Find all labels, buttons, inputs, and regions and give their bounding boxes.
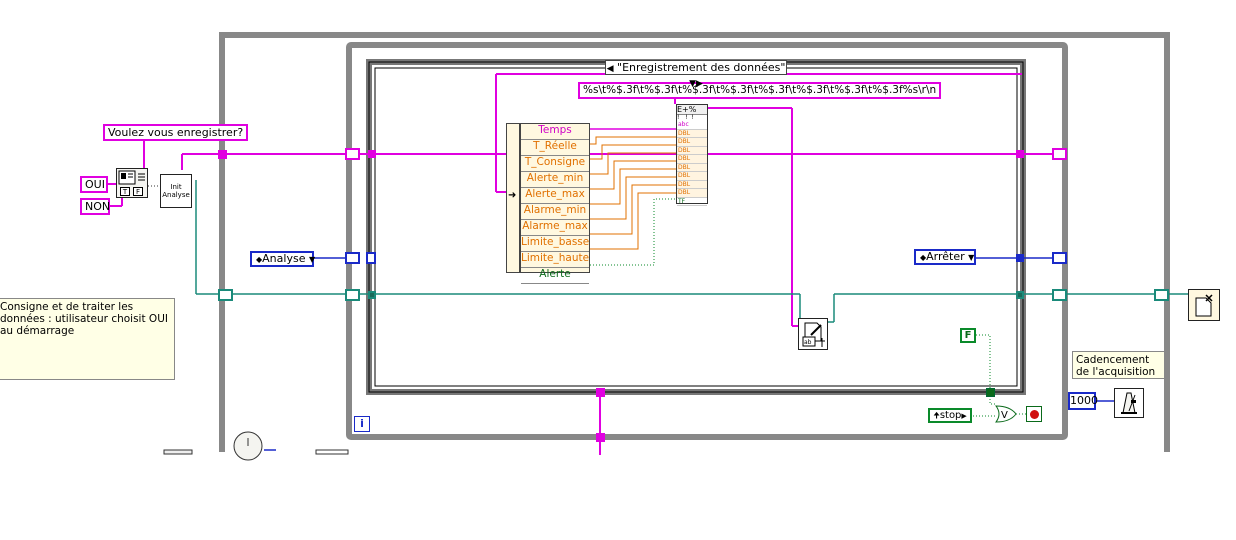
- metronome-icon: [1121, 392, 1137, 414]
- ring-analyse-label: Analyse: [262, 252, 306, 265]
- format-node-input[interactable]: DBL: [677, 129, 707, 138]
- shift-register-right-enum: [1052, 252, 1067, 264]
- case-name: "Enregistrement des données": [617, 61, 786, 74]
- loop-condition-terminal[interactable]: [1026, 406, 1042, 422]
- tunnel-enum-case-out: [1016, 254, 1024, 262]
- ring-arreter-constant[interactable]: ◆Arrêter ▼: [914, 249, 976, 265]
- format-node-input[interactable]: TF: [677, 198, 707, 206]
- left-comment: Consigne et de traiter les données : uti…: [0, 298, 175, 380]
- close-file-icon: [1195, 294, 1213, 317]
- cluster-element[interactable]: Alarme_min: [521, 204, 589, 220]
- ring-arreter-incdec-icon: ◆: [920, 253, 927, 262]
- format-node-input[interactable]: DBL: [677, 155, 707, 164]
- format-string-constant[interactable]: %s\t%$.3f\t%$.3f\t%$.3f\t%$.3f\t%$.3f\t%…: [578, 82, 942, 99]
- dialog-icon: [118, 170, 145, 185]
- init-analyse-line1: Init: [170, 183, 182, 191]
- cluster-element[interactable]: Alarme_max: [521, 220, 589, 236]
- stop-terminal-arrow: ▶: [961, 412, 967, 420]
- format-node-input[interactable]: DBL: [677, 189, 707, 198]
- stop-label: stop: [939, 410, 962, 421]
- or-gate-node[interactable]: V: [994, 404, 1018, 424]
- tunnel-error-outer: [218, 289, 233, 301]
- tunnel-refnum-outer: [218, 150, 227, 159]
- dialog-false-label: F: [133, 187, 143, 196]
- wait-ms-constant[interactable]: 1000: [1068, 392, 1098, 410]
- close-file-node[interactable]: [1188, 289, 1220, 321]
- no-string-constant[interactable]: NON: [80, 198, 110, 215]
- cluster-element[interactable]: Alerte: [521, 268, 589, 284]
- shift-register-left-error: [345, 289, 360, 301]
- tunnel-refnum-loop-bottom: [596, 433, 605, 442]
- tunnel-error-case-out: [1016, 291, 1024, 299]
- cluster-element[interactable]: T_Réelle: [521, 140, 589, 156]
- svg-text:ab: ab: [804, 339, 812, 346]
- outer-loop-frame: [219, 32, 1170, 452]
- cluster-element[interactable]: Alerte_max: [521, 188, 589, 204]
- write-text-file-node[interactable]: ab: [798, 318, 828, 350]
- two-button-dialog-node[interactable]: T F: [116, 168, 148, 198]
- stop-if-true-icon: [1030, 410, 1039, 419]
- ring-arreter-label: Arrêter: [926, 250, 965, 263]
- case-selector-label[interactable]: ◀ "Enregistrement des données" ▼▶: [605, 60, 787, 89]
- tunnel-error-outer-out: [1154, 289, 1169, 301]
- cluster-element[interactable]: Limite_basse: [521, 236, 589, 252]
- unbundle-left-edge: ➜: [506, 123, 520, 273]
- or-gate-label: V: [1001, 410, 1008, 421]
- loop-iteration-terminal: i: [354, 416, 370, 432]
- format-node-input[interactable]: DBL: [677, 180, 707, 189]
- ring-analyse-caret[interactable]: ▼: [308, 255, 316, 264]
- cluster-element[interactable]: T_Consigne: [521, 156, 589, 172]
- tunnel-bool-case: [986, 388, 995, 397]
- case-prev-arrow[interactable]: ◀: [606, 64, 614, 74]
- wait-until-next-ms-node[interactable]: [1114, 388, 1144, 418]
- init-analyse-subvi[interactable]: Init Analyse: [160, 174, 192, 208]
- shift-register-right-error: [1052, 289, 1067, 301]
- tunnel-error-case: [368, 291, 376, 299]
- init-analyse-line2: Analyse: [162, 191, 190, 199]
- case-next-arrow[interactable]: ▼▶: [689, 79, 703, 89]
- shift-register-left-enum: [345, 252, 360, 264]
- format-node-input[interactable]: DBL: [677, 138, 707, 147]
- tunnel-refnum-case: [368, 150, 376, 158]
- format-node-input[interactable]: DBL: [677, 163, 707, 172]
- stop-terminal-icon: 🠉: [933, 411, 940, 420]
- format-node-input[interactable]: DBL: [677, 172, 707, 181]
- prompt-string-constant[interactable]: Voulez vous enregistrer?: [103, 124, 249, 141]
- inner-loop-frame: [346, 42, 1068, 440]
- ring-analyse-incdec-icon: ◆: [256, 255, 263, 264]
- format-node-sub: ! ! !: [677, 114, 694, 121]
- write-file-icon: ab: [802, 322, 825, 347]
- cluster-element[interactable]: Limite_haute: [521, 252, 589, 268]
- unbundle-input-arrow: ➜: [508, 190, 517, 201]
- yes-string-constant[interactable]: OUI: [80, 176, 108, 193]
- false-constant[interactable]: F: [960, 328, 976, 343]
- tunnel-refnum-case-out: [1016, 150, 1024, 158]
- shift-register-right-refnum: [1052, 148, 1067, 160]
- stop-control-terminal[interactable]: 🠉stop▶: [928, 408, 972, 423]
- dialog-true-label: T: [120, 187, 130, 196]
- format-node-input[interactable]: DBL: [677, 146, 707, 155]
- format-node-input[interactable]: abc: [677, 121, 707, 130]
- cluster-element[interactable]: Alerte_min: [521, 172, 589, 188]
- tunnel-refnum-bottom: [596, 388, 605, 397]
- cadence-comment: Cadencement de l'acquisition: [1072, 351, 1165, 379]
- format-node-header: E+%: [677, 105, 707, 115]
- ring-analyse-constant[interactable]: ◆Analyse ▼: [250, 251, 316, 267]
- cluster-element[interactable]: Temps: [521, 124, 589, 140]
- shift-register-left-refnum: [345, 148, 360, 160]
- case-selector-terminal: [366, 252, 376, 264]
- ring-arreter-caret[interactable]: ▼: [968, 253, 975, 262]
